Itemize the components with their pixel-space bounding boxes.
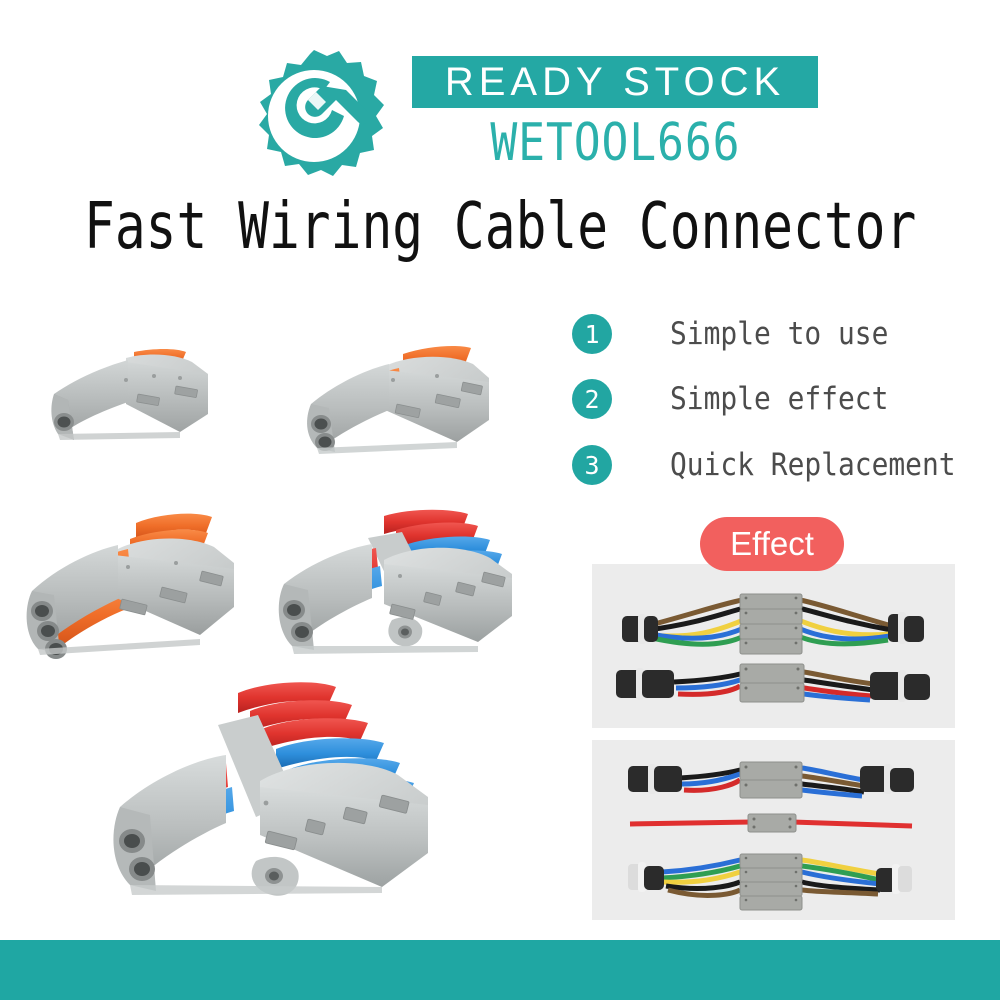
feature-item-3: 3 Quick Replacement (572, 437, 962, 493)
page-title: Fast Wiring Cable Connector (0, 188, 1000, 266)
feature-number-2: 2 (584, 384, 600, 414)
splitter-2in-4out[interactable] (272, 508, 552, 693)
effect-photo-panel-bottom (592, 740, 955, 920)
feature-item-2: 2 Simple effect (572, 371, 962, 427)
feature-number-badge-1: 1 (572, 314, 612, 354)
feature-number-3: 3 (584, 450, 600, 480)
feature-item-1: 1 Simple to use (572, 306, 962, 362)
feature-number-badge-3: 3 (572, 445, 612, 485)
page-title-text: Fast Wiring Cable Connector (83, 190, 917, 264)
gear-wrench-icon (238, 46, 390, 196)
feature-label-3: Quick Replacement (670, 447, 956, 483)
brand-block: READY STOCK WETOOL666 (410, 56, 820, 186)
ready-stock-label: READY STOCK (444, 59, 786, 104)
feature-label-2: Simple effect (670, 381, 889, 417)
feature-list: 1 Simple to use 2 Simple effect 3 Quick … (572, 304, 962, 494)
product-gallery (0, 280, 580, 940)
effect-badge: Effect (700, 517, 844, 571)
feature-number-badge-2: 2 (572, 379, 612, 419)
brand-name-label: WETOOL666 (489, 113, 741, 173)
effect-photo-panel-top (592, 564, 955, 728)
effect-badge-label: Effect (730, 525, 814, 562)
connector-2in-2out[interactable] (285, 320, 520, 465)
brand-name-wrap: WETOOL666 (410, 110, 820, 176)
header: READY STOCK WETOOL666 (0, 38, 1000, 188)
connector-3in-3out[interactable] (10, 495, 275, 675)
ready-stock-banner: READY STOCK (412, 56, 818, 108)
splitter-2in-6out[interactable] (110, 675, 530, 925)
feature-number-1: 1 (584, 319, 600, 349)
feature-label-1: Simple to use (670, 316, 889, 352)
footer-bar (0, 940, 1000, 1000)
connector-1in-1out[interactable] (30, 336, 240, 456)
